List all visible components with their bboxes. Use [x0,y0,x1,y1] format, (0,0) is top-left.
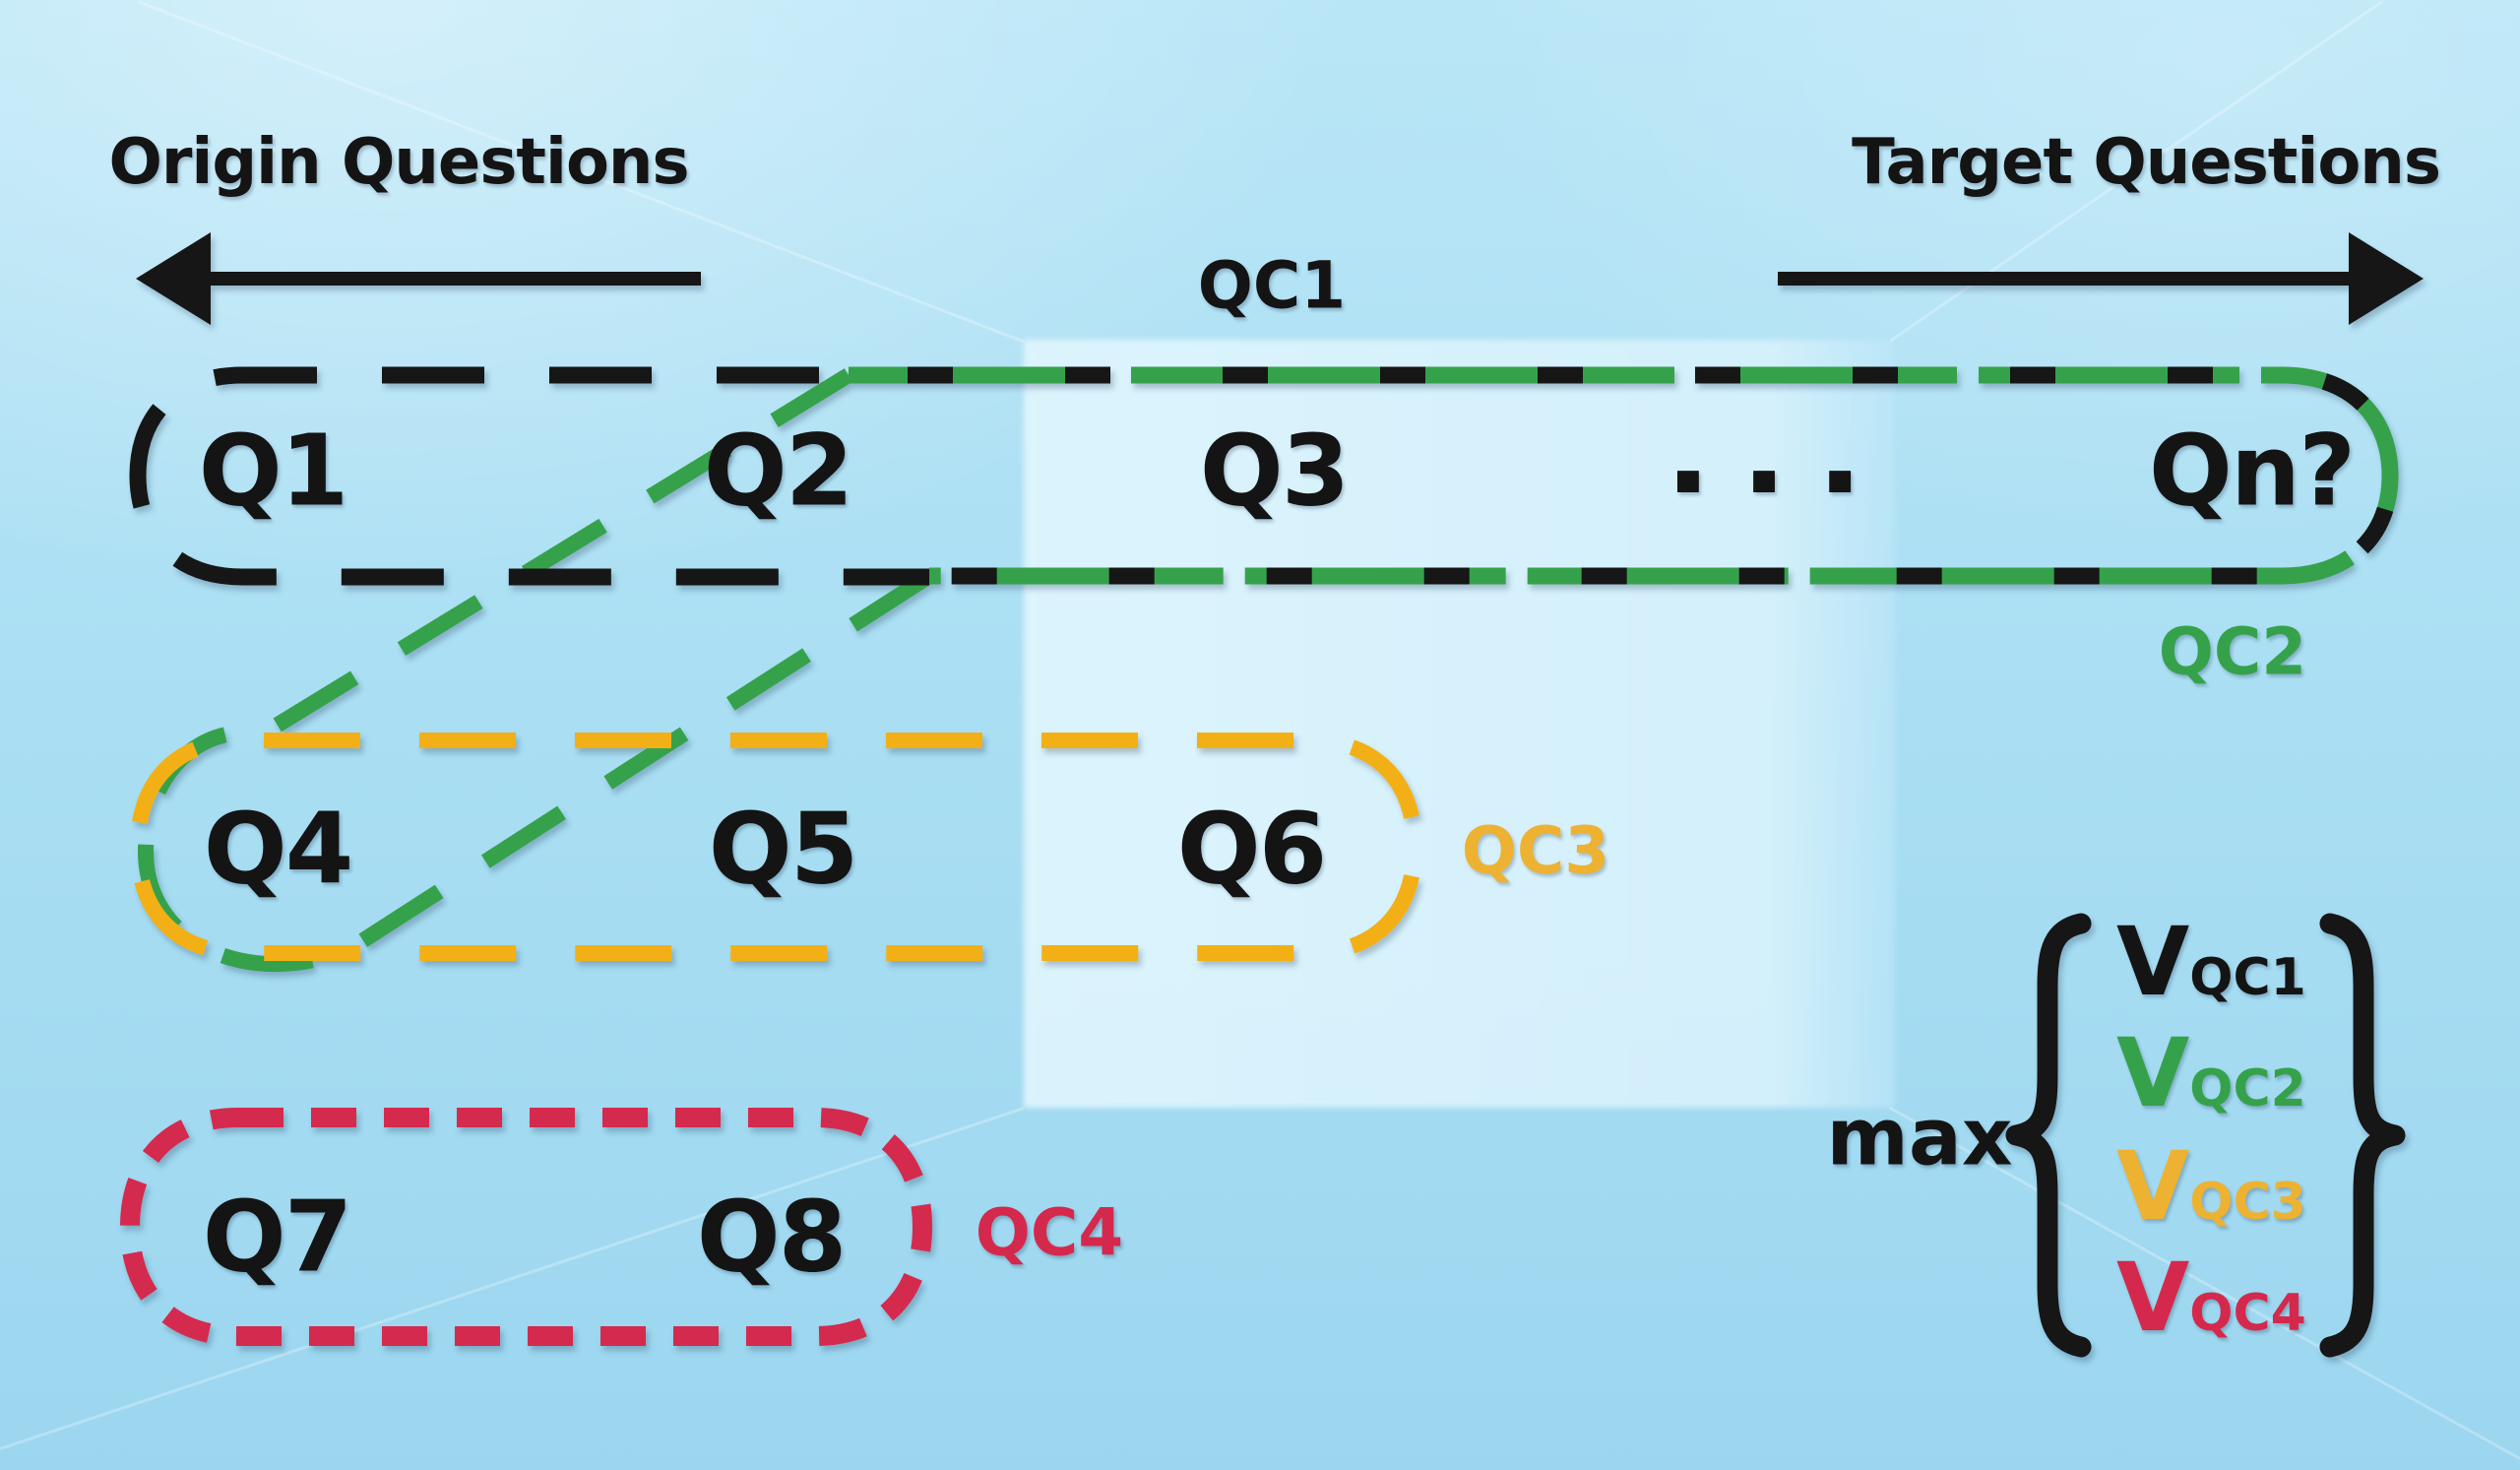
qc3-cluster-label: QC3 [1461,812,1610,889]
question-q3: Q3 [1199,413,1351,529]
ellipsis-questions: ▪ ▪ ▪ [1672,453,1871,504]
value-symbol: V [2116,907,2190,1017]
value-subscript: QC1 [2189,948,2306,1007]
value-subscript: QC2 [2189,1059,2306,1118]
question-q6: Q6 [1176,791,1328,907]
question-q2: Q2 [703,413,854,529]
value-term-qc3: VQC3 [2116,1139,2306,1234]
qc1-cluster-label: QC1 [1197,247,1347,324]
left-curly-brace [2005,913,2092,1358]
qc1-cluster-outline-overlap [849,366,2399,585]
target-questions-heading: Target Questions [1852,126,2441,199]
origin-direction-arrow [136,232,701,325]
question-q1: Q1 [198,413,349,529]
value-term-qc2: VQC2 [2116,1026,2306,1120]
value-term-qc4: VQC4 [2116,1250,2306,1345]
qc4-cluster-label: QC4 [975,1194,1124,1271]
value-subscript: QC3 [2189,1173,2306,1232]
value-term-qc1: VQC1 [2116,915,2306,1009]
value-symbol: V [2116,1243,2190,1353]
value-symbol: V [2116,1131,2190,1242]
max-operator: max [1826,1091,2013,1183]
question-qn: Qn? [2148,413,2356,529]
qc2-cluster-outline-diagonal [137,368,934,973]
target-direction-arrow [1778,232,2424,325]
qc1-cluster-outline [129,366,929,586]
origin-questions-heading: Origin Questions [108,126,689,199]
qc3-cluster-outline [129,733,1423,961]
question-q4: Q4 [203,791,354,907]
room-back-wall [1024,340,1895,1108]
question-q7: Q7 [202,1179,353,1295]
qc4-cluster-outline [119,1108,933,1346]
qc2-cluster-label: QC2 [2158,613,2307,690]
value-symbol: V [2116,1018,2190,1128]
right-curly-brace [2319,913,2406,1358]
value-subscript: QC4 [2189,1284,2306,1343]
question-q5: Q5 [708,791,859,907]
question-q8: Q8 [696,1179,848,1295]
